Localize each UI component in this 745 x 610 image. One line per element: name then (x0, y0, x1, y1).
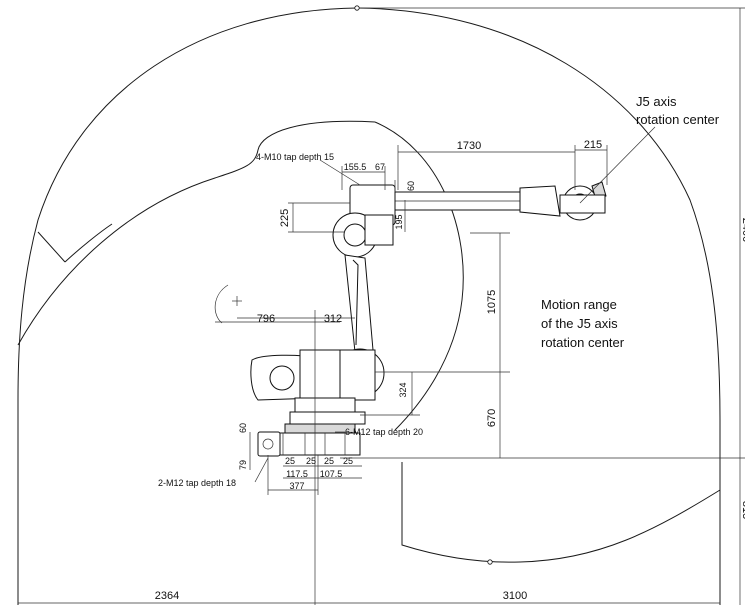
dim-60-top: 60 (406, 181, 416, 191)
dim-155-5: 155.5 (344, 162, 367, 172)
dim-117-5: 117.5 (286, 469, 308, 479)
dim-2400: 2400 (740, 218, 745, 242)
dim-25-d: 25 (343, 456, 353, 466)
motion-range-envelope (17, 5, 745, 605)
dim-107-5: 107.5 (320, 469, 343, 479)
dim-796: 796 (257, 313, 275, 325)
dim-1730: 1730 (457, 140, 481, 152)
motion-range-label-3: rotation center (541, 335, 625, 350)
labels: J5 axis rotation center Motion range of … (158, 94, 720, 488)
dim-1075: 1075 (486, 290, 498, 314)
dim-2364: 2364 (155, 590, 179, 602)
dim-25-a: 25 (285, 456, 295, 466)
tap-m12-20-label: 6-M12 tap depth 20 (345, 427, 423, 437)
dim-377: 377 (289, 481, 304, 491)
dim-815: 815 (740, 501, 745, 519)
dim-225: 225 (279, 209, 291, 227)
dimension-texts: 1730 215 155.5 67 60 225 195 1075 796 31… (155, 139, 745, 602)
dim-215: 215 (584, 139, 602, 151)
dim-670: 670 (486, 409, 498, 427)
tap-m10-label: 4-M10 tap depth 15 (256, 152, 334, 162)
dim-195: 195 (394, 214, 404, 229)
motion-range-label-1: Motion range (541, 297, 617, 312)
j5-axis-label: J5 axis (636, 94, 677, 109)
dim-25-c: 25 (324, 456, 334, 466)
j5-rotation-center-label: rotation center (636, 112, 720, 127)
dim-79: 79 (238, 460, 248, 470)
dimension-lines (18, 8, 741, 605)
robot-body (250, 181, 607, 457)
dim-67: 67 (375, 162, 385, 172)
dim-324: 324 (398, 382, 408, 397)
dim-312: 312 (324, 313, 342, 325)
motion-range-label-2: of the J5 axis (541, 316, 618, 331)
dim-60-base: 60 (238, 423, 248, 433)
dim-25-b: 25 (306, 456, 316, 466)
dim-3100: 3100 (503, 590, 527, 602)
tap-m12-18-label: 2-M12 tap depth 18 (158, 478, 236, 488)
